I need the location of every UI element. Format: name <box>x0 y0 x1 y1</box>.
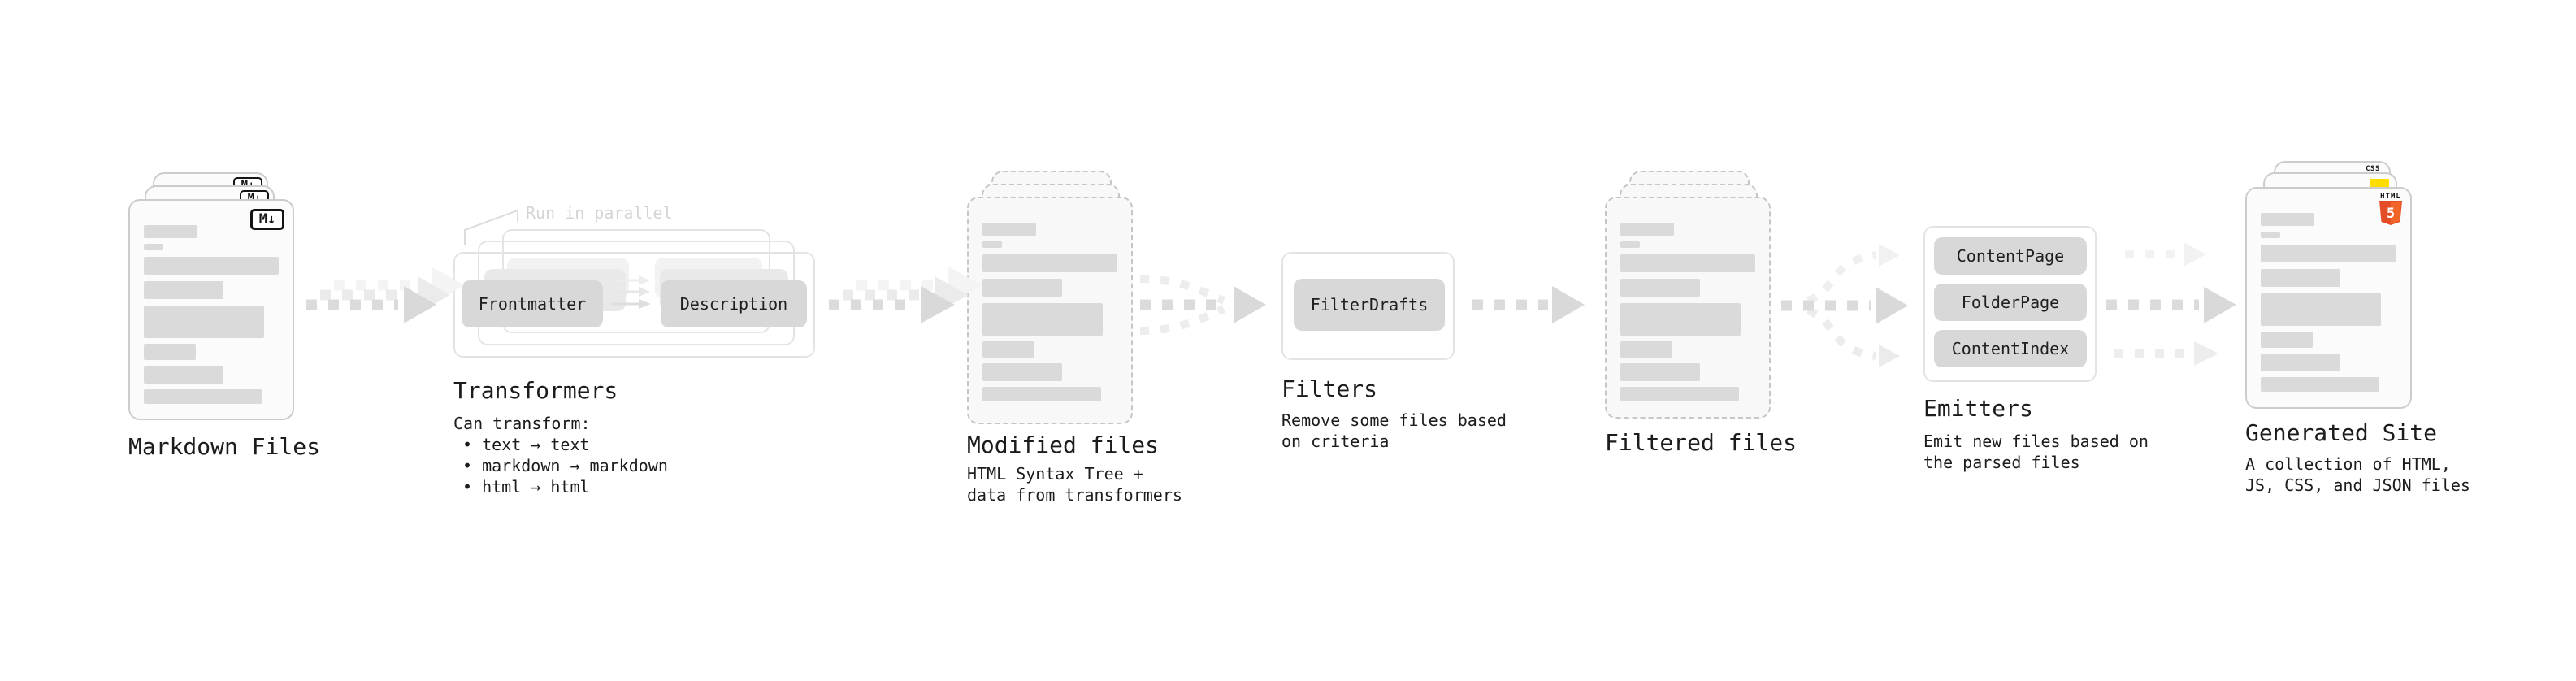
doc-text-line <box>2261 354 2340 371</box>
doc-text-line <box>2261 332 2313 348</box>
doc-text-line <box>1620 363 1700 381</box>
note-line: Remove some files based <box>1281 410 1507 430</box>
note-line: data from transformers <box>967 485 1182 505</box>
html5-word: HTML <box>2380 193 2401 201</box>
emitters-note: Emit new files based on the parsed files <box>1923 431 2149 473</box>
filters-note: Remove some files based on criteria <box>1281 410 1507 452</box>
description-box: Description <box>661 280 807 327</box>
filters-label: Filters <box>1281 375 1378 402</box>
html5-icon: HTML 5 <box>2379 193 2403 228</box>
doc-text-line <box>2261 377 2379 392</box>
note-line: HTML Syntax Tree + <box>967 464 1143 484</box>
transformers-note-item: • markdown → markdown <box>462 456 668 475</box>
doc-text-line <box>982 303 1103 336</box>
note-line: the parsed files <box>1923 453 2080 472</box>
doc-text-line <box>1620 303 1741 336</box>
doc-text-line <box>982 241 1002 248</box>
html5-shield: 5 <box>2379 201 2402 225</box>
filterdrafts-box: FilterDrafts <box>1294 279 1445 331</box>
filtered-doc-front <box>1605 197 1771 419</box>
doc-text-line <box>982 279 1062 297</box>
filters-container <box>1281 252 1455 360</box>
contentindex-box: ContentIndex <box>1934 330 2087 367</box>
doc-text-line <box>144 225 197 238</box>
doc-text-line <box>982 387 1101 401</box>
generated-site-note: A collection of HTML, JS, CSS, and JSON … <box>2245 453 2470 496</box>
transformers-note-item: • text → text <box>462 435 590 454</box>
markdown-icon: M↓ <box>250 209 284 230</box>
modified-files-note: HTML Syntax Tree + data from transformer… <box>967 463 1182 505</box>
doc-text-line <box>2261 213 2314 226</box>
arrow-transformers-to-modified <box>829 267 982 323</box>
transformers-note-title: Can transform: <box>453 414 591 433</box>
doc-text-line <box>144 281 223 299</box>
doc-text-line <box>144 257 279 275</box>
filtered-files-label: Filtered files <box>1605 429 1798 456</box>
doc-text-line <box>1620 387 1739 401</box>
doc-text-line <box>982 363 1062 381</box>
note-line: JS, CSS, and JSON files <box>2245 475 2470 495</box>
doc-text-line <box>1620 241 1640 248</box>
emitters-container <box>1923 226 2097 382</box>
emitters-label: Emitters <box>1923 395 2033 422</box>
modified-files-label: Modified files <box>967 432 1160 458</box>
transformers-note-item: • html → html <box>462 477 590 497</box>
arrow-markdown-to-transformers <box>306 267 464 323</box>
doc-text-line <box>2261 269 2340 287</box>
doc-text-line <box>144 389 262 404</box>
transformers-note: Can transform: • text → text • markdown … <box>453 413 668 497</box>
doc-text-line <box>144 306 264 338</box>
arrow-modified-to-filters <box>1139 275 1266 335</box>
frontmatter-box: Frontmatter <box>462 280 603 327</box>
doc-text-line <box>2261 232 2280 238</box>
transformers-label: Transformers <box>453 377 618 404</box>
transformers-container-front <box>453 252 815 358</box>
arrow-emitters-to-generated <box>2106 242 2236 366</box>
contentpage-box: ContentPage <box>1934 237 2087 275</box>
arrow-filtered-to-emitters <box>1781 244 1908 367</box>
note-line: on criteria <box>1281 432 1390 451</box>
markdown-doc-front: M↓ <box>128 199 294 420</box>
generated-site-label: Generated Site <box>2245 419 2438 446</box>
note-line: Emit new files based on <box>1923 432 2149 451</box>
markdown-files-label: Markdown Files <box>128 433 321 460</box>
folderpage-box: FolderPage <box>1934 284 2087 321</box>
doc-text-line <box>982 341 1034 358</box>
doc-text-line <box>1620 223 1674 236</box>
doc-text-line <box>2261 245 2396 262</box>
modified-doc-front <box>967 197 1133 424</box>
html5-number: 5 <box>2387 206 2395 222</box>
doc-text-line <box>144 366 223 384</box>
doc-text-line <box>982 223 1036 236</box>
doc-text-line <box>2261 293 2381 326</box>
generated-doc-front: HTML 5 <box>2245 187 2412 409</box>
arrow-filters-to-filtered <box>1472 286 1585 323</box>
note-line: A collection of HTML, <box>2245 454 2451 474</box>
doc-text-line <box>1620 279 1700 297</box>
run-in-parallel-annotation: Run in parallel <box>526 203 673 223</box>
doc-text-line <box>144 344 196 360</box>
doc-text-line <box>1620 254 1755 272</box>
js-icon <box>2370 179 2389 189</box>
doc-text-line <box>982 254 1117 272</box>
doc-text-line <box>144 244 163 250</box>
css-word: CSS <box>2366 165 2380 173</box>
doc-text-line <box>1620 341 1672 358</box>
